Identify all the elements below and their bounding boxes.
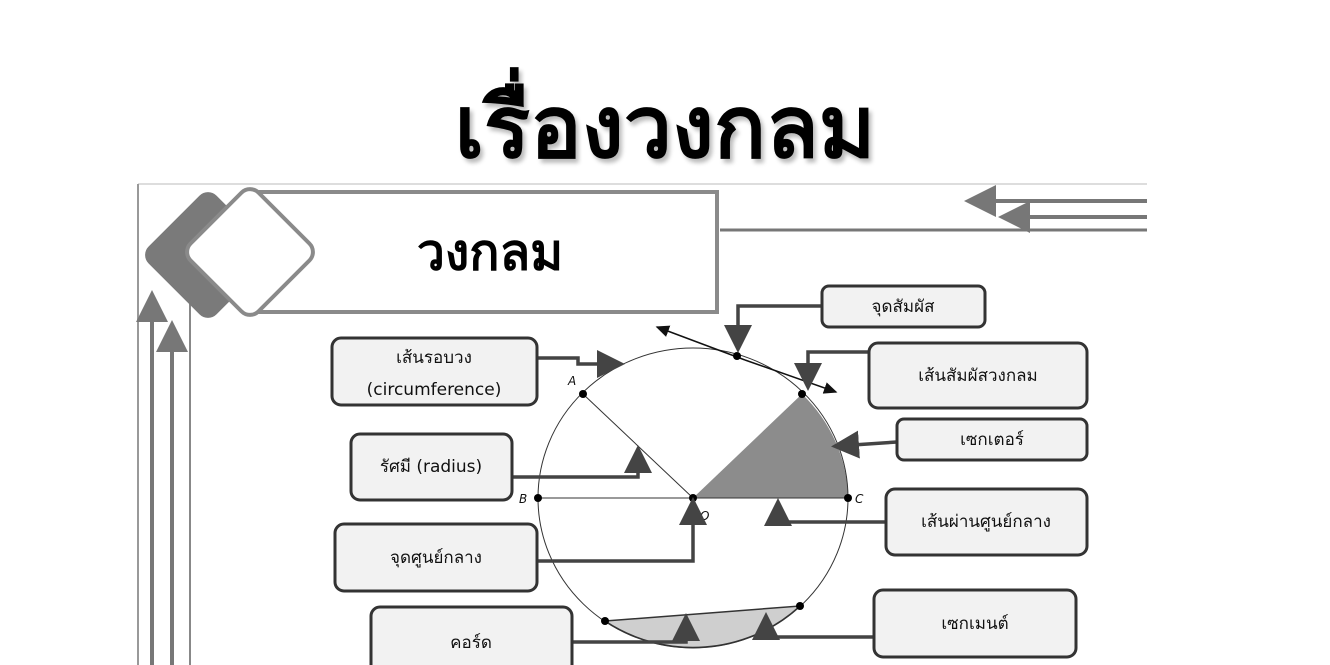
point-o-label: O [700,509,709,523]
label-diameter: เส้นผ่านศูนย์กลาง [884,487,1089,557]
heading-banner: วงกลม [145,187,719,318]
label-chord: คอร์ด [369,605,574,665]
point-b [534,494,542,502]
tangent-line [744,359,838,394]
label-circumference: เส้นรอบวง (circumference) [330,336,539,407]
sector-shape [693,394,848,498]
svg-text:เส้นผ่านศูนย์กลาง: เส้นผ่านศูนย์กลาง [921,512,1051,532]
label-tangent-line: เส้นสัมผัสวงกลม [867,341,1089,410]
point-o [689,494,697,502]
point-a-label: A [567,374,576,388]
svg-text:คอร์ด: คอร์ด [450,633,492,653]
label-center: จุดศูนย์กลาง [333,522,539,593]
point-c [844,494,852,502]
tangent-point [733,352,741,360]
label-sector: เซกเตอร์ [895,417,1089,462]
label-point-of-tangency: จุดสัมผัส [820,284,987,329]
svg-text:เส้นสัมผัสวงกลม: เส้นสัมผัสวงกลม [918,366,1038,386]
radius-line [582,393,694,499]
svg-text:(circumference): (circumference) [367,380,502,400]
svg-text:รัศมี (radius): รัศมี (radius) [380,457,482,477]
svg-text:เซกเตอร์: เซกเตอร์ [960,430,1024,450]
diamond-ornament [185,187,315,317]
point-b-label: B [519,492,527,506]
label-radius: รัศมี (radius) [349,432,514,502]
svg-text:เส้นรอบวง: เส้นรอบวง [396,348,472,368]
page-title: เรื่องวงกลม [454,78,876,178]
point-a [579,390,587,398]
slide-frame [136,183,1147,665]
point-c-label: C [855,492,864,506]
slide-heading: วงกลม [417,224,563,282]
svg-text:จุดสัมผัส: จุดสัมผัส [872,297,936,317]
label-segment: เซกเมนต์ [872,588,1078,659]
svg-text:เซกเมนต์: เซกเมนต์ [941,614,1008,634]
circle-figure: A B C O [519,325,864,649]
connectors [512,304,898,644]
svg-text:จุดศูนย์กลาง: จุดศูนย์กลาง [390,548,482,568]
